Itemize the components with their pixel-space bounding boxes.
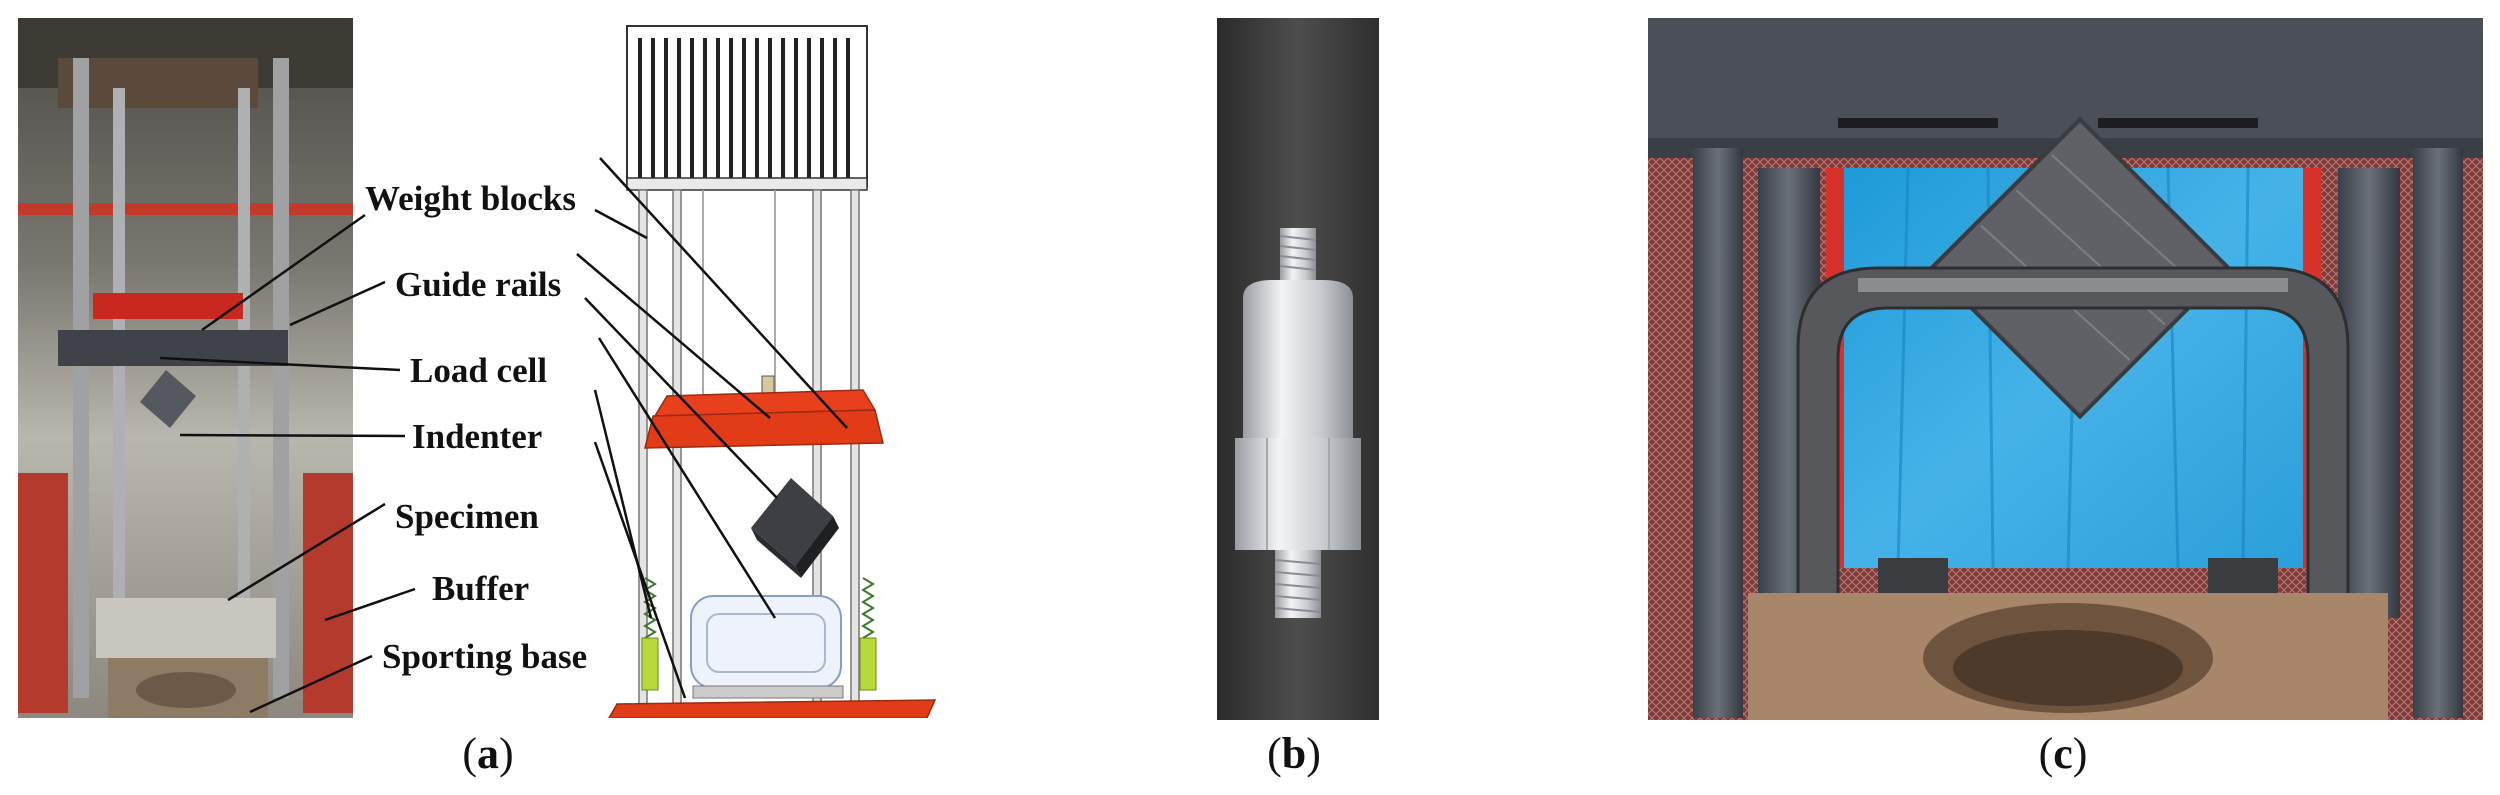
- caption-c-close: ): [2072, 729, 2088, 778]
- panel-a-schematic: [355, 18, 965, 718]
- caption-a-close: ): [499, 729, 514, 778]
- caption-c: (c): [2039, 728, 2088, 779]
- caption-a: (a): [462, 728, 513, 779]
- load-cell-photo: [1217, 18, 1379, 720]
- caption-c-letter: c: [2053, 729, 2073, 778]
- caption-b-close: ): [1306, 729, 1321, 778]
- caption-c-open: (: [2038, 729, 2054, 778]
- drop-tower-schematic: [576, 25, 937, 718]
- drop-tower-photo: [18, 18, 353, 718]
- test-setup-photo: [1648, 18, 2483, 720]
- caption-b-open: (: [1267, 729, 1282, 778]
- caption-a-open: (: [462, 729, 477, 778]
- panel-b-photo: [1217, 18, 1379, 720]
- caption-b-letter: b: [1281, 729, 1307, 778]
- panel-c-photo: [1648, 18, 2483, 720]
- caption-a-letter: a: [477, 729, 499, 778]
- caption-b: (b): [1267, 728, 1321, 779]
- panel-a-photo: [18, 18, 353, 718]
